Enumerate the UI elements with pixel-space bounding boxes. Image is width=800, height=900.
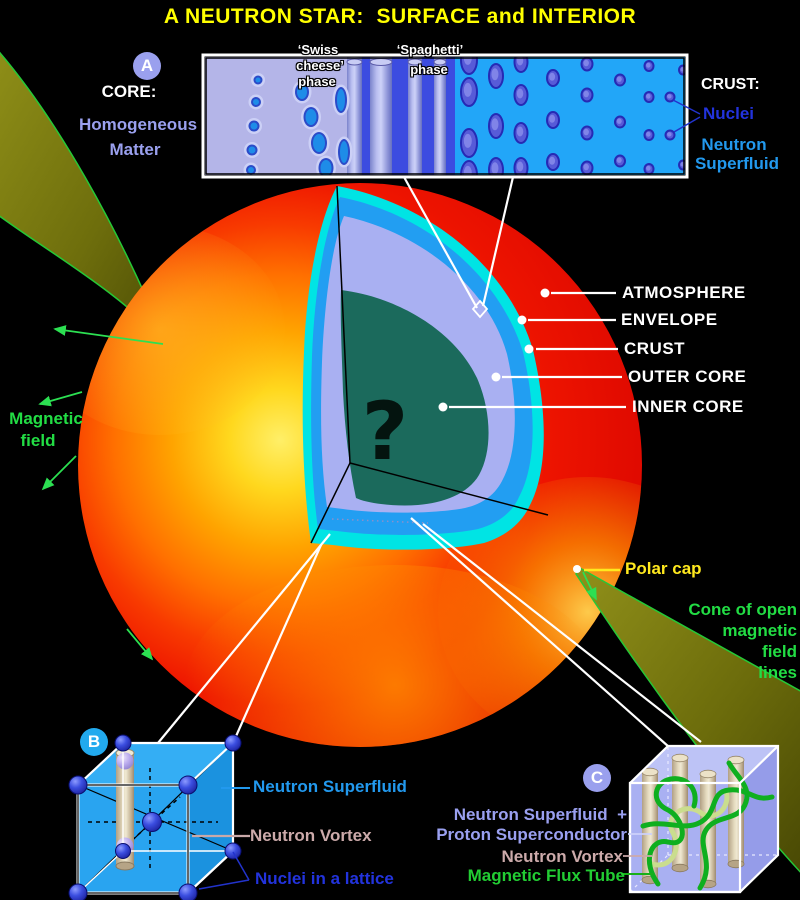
inset-a-letter: A (140, 56, 154, 75)
cone-label-line3: field (762, 642, 797, 661)
spaghetti-phase-line2: phase (410, 62, 448, 77)
label-atmosphere: ATMOSPHERE (622, 283, 746, 302)
magnetic-flux-tubes (640, 760, 775, 891)
inset-b-pointers (192, 787, 250, 890)
spaghetti-phase-line1: ‘Spaghetti’ (396, 42, 464, 57)
inset-c-badge: C (583, 764, 611, 792)
inner-core-question-mark: ? (361, 385, 409, 478)
nuclei-label: Nuclei (703, 104, 755, 123)
star-cutaway (302, 185, 549, 550)
cone-label-line4: lines (758, 663, 797, 682)
nuclei-pointer-lines (672, 99, 701, 133)
inset-c-pointers (621, 833, 653, 875)
polar-cap-pointer (573, 565, 620, 573)
lattice-nuclei-spheres (68, 734, 242, 900)
swiss-phase-line1: ‘Swiss (297, 42, 339, 57)
swiss-cheese-holes (243, 73, 353, 175)
cut-edges (310, 185, 549, 544)
inset-c-letter: C (590, 768, 604, 787)
swiss-phase-line3: phase (298, 74, 336, 89)
label-envelope: ENVELOPE (621, 310, 718, 329)
inset-a-strip (201, 53, 701, 179)
crust-superfluid-line1: Neutron (701, 135, 767, 154)
inset-b-badge: B (80, 728, 108, 756)
b-superfluid-label: Neutron Superfluid (253, 777, 407, 796)
spaghetti-tubes (346, 57, 447, 175)
label-inner-core: INNER CORE (632, 397, 744, 416)
core-line1: Homogeneous (78, 115, 198, 134)
core-line2: Matter (109, 140, 161, 159)
c-label-line1: Neutron Superfluid + (453, 805, 627, 824)
inset-c-cube (628, 744, 780, 894)
inner-core-layer (340, 290, 489, 506)
c-label-line4: Magnetic Flux Tube (467, 866, 625, 885)
nuclei-blobs (460, 57, 685, 175)
label-outer-core: OUTER CORE (628, 367, 747, 386)
cone-label-line1: Cone of open (688, 600, 797, 619)
magnetic-field-arrows (38, 325, 597, 661)
layer-label-dots (438, 288, 550, 412)
swiss-phase-line2: cheese’ (296, 58, 344, 73)
core-heading: CORE: (101, 82, 157, 101)
b-lattice-label: Nuclei in a lattice (255, 869, 394, 888)
c-label-line2: Proton Superconductor (436, 825, 627, 844)
inset-a-badge: A (133, 52, 161, 80)
page-title: A NEUTRON STAR: SURFACE and INTERIOR (163, 5, 637, 28)
magnetic-field-line2: field (20, 431, 56, 450)
b-vortex-label: Neutron Vortex (250, 826, 372, 845)
inset-b-letter: B (87, 732, 101, 751)
c-label-line3: Neutron Vortex (501, 847, 623, 866)
inset-b-cube (68, 734, 242, 900)
polar-cap-label: Polar cap (625, 559, 702, 578)
crust-heading: CRUST: (701, 76, 760, 93)
cone-label-line2: magnetic (722, 621, 797, 640)
magnetic-field-line1: Magnetic (9, 409, 83, 428)
label-crust: CRUST (624, 339, 686, 358)
crust-superfluid-line2: Superfluid (694, 154, 780, 173)
leader-lines (157, 176, 702, 748)
